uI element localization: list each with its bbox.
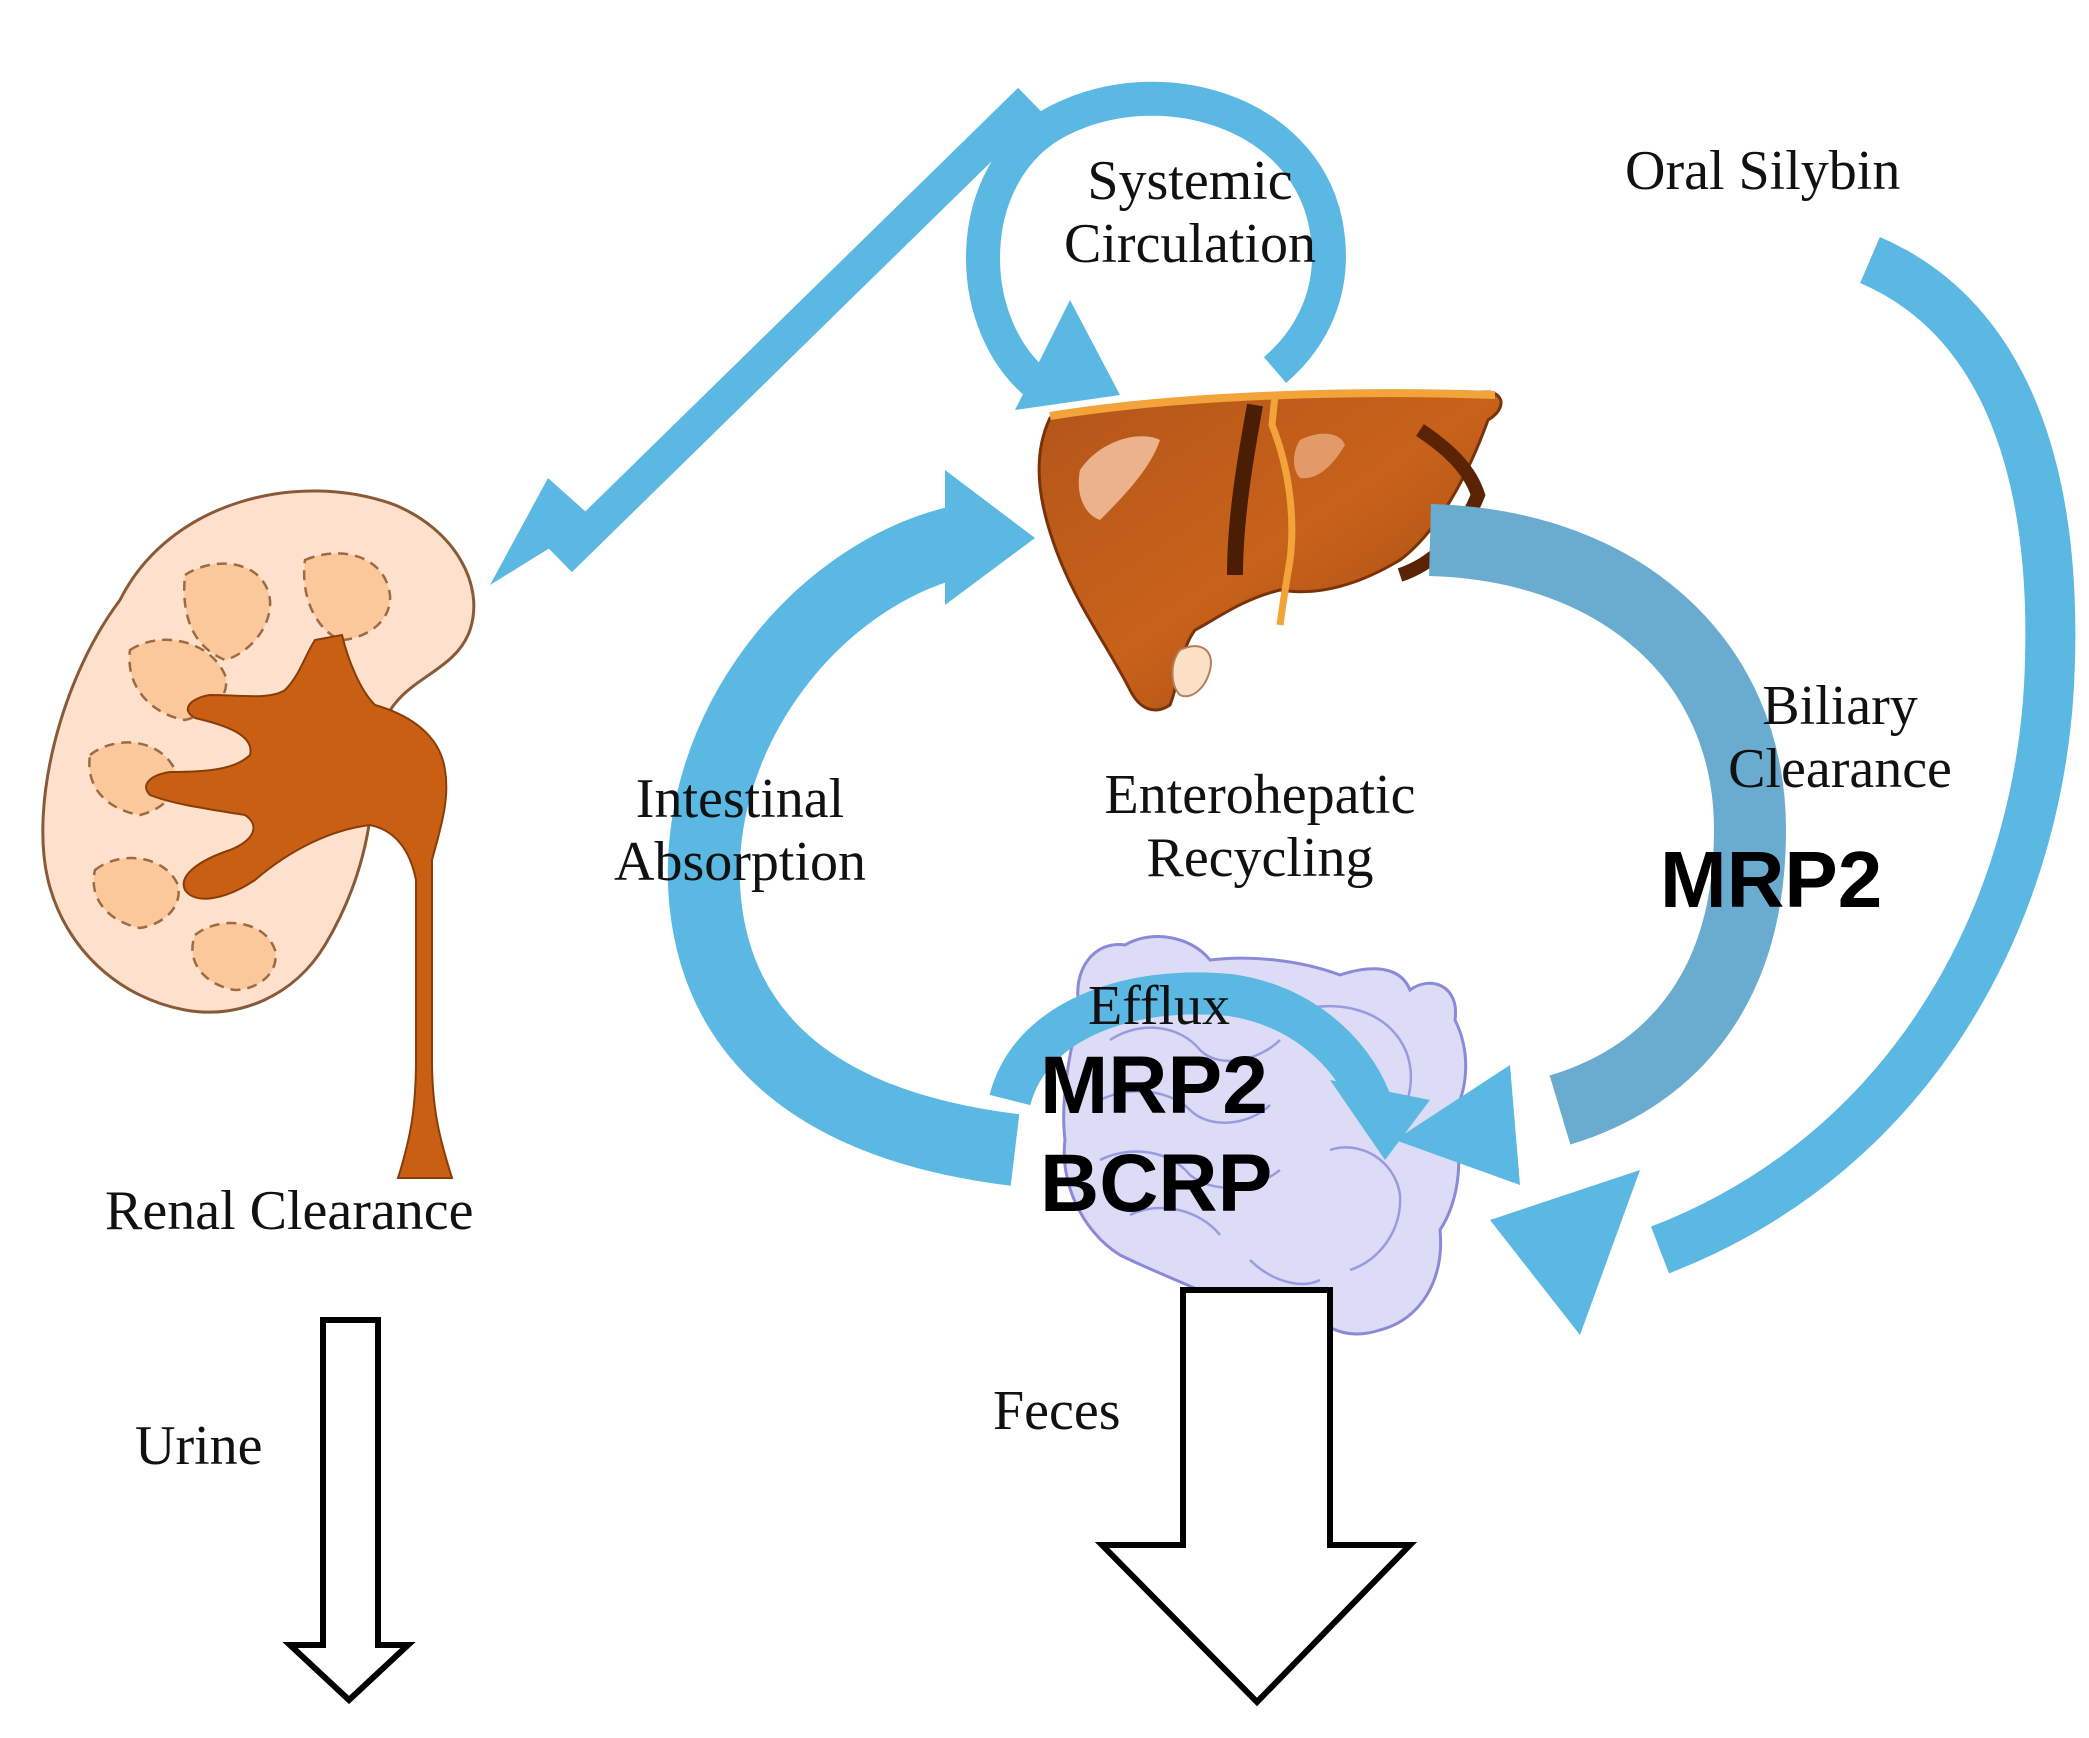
oral-silybin-label: Oral Silybin [1625, 140, 1901, 202]
kidney-pyramids [88, 552, 392, 992]
efflux-label: Efflux [1088, 975, 1231, 1037]
urine-outflow-arrow [282, 1317, 416, 1705]
biliary-clearance-label: Biliary Clearance [1728, 675, 1952, 800]
urine-label: Urine [135, 1415, 263, 1477]
renal-clearance-label: Renal Clearance [105, 1180, 474, 1242]
intestinal-absorption-arrow [667, 504, 1020, 1186]
biliary-mrp2-label: MRP2 [1660, 835, 1883, 924]
efflux-arrow [989, 972, 1390, 1109]
enterohepatic-recycling-label: Enterohepatic Recycling [1104, 764, 1416, 889]
feces-label: Feces [993, 1380, 1121, 1442]
liver-highlight [1078, 436, 1160, 520]
systemic-circulation-loop-arrow [966, 81, 1346, 404]
feces-outflow-arrow [1094, 1287, 1418, 1707]
efflux-mrp2-label: MRP2 [1040, 1040, 1268, 1131]
gallbladder [1171, 645, 1212, 698]
kidney-illustration [41, 489, 476, 1179]
flow-arrows [490, 81, 2076, 1335]
systemic-circulation-label: Systemic Circulation [1064, 150, 1316, 275]
to-kidney-arrow [548, 87, 1042, 573]
oral-silybin-arrow [1651, 237, 2076, 1274]
intestinal-absorption-label: Intestinal Absorption [614, 768, 866, 893]
liver-illustration [1037, 389, 1503, 712]
kidney-pelvis-ureter [145, 633, 454, 1179]
efflux-bcrp-label: BCRP [1040, 1138, 1273, 1229]
biliary-clearance-arrow [1428, 504, 1787, 1145]
